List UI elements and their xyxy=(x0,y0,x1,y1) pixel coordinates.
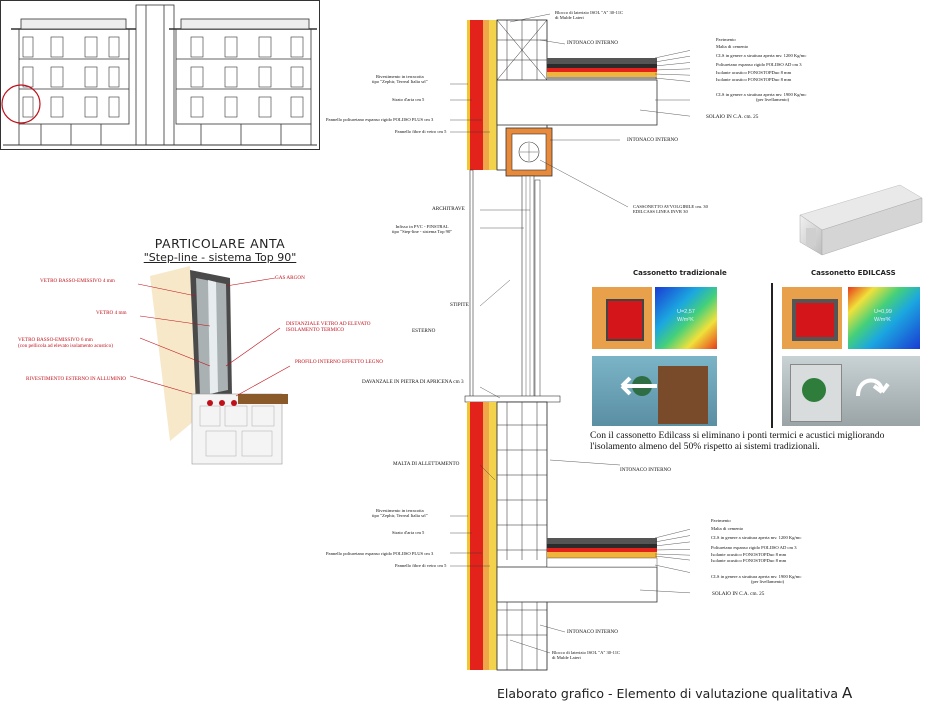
trad-wood-image xyxy=(592,287,652,349)
edil-thermal-image: U=0,99 W/m²K xyxy=(848,287,920,349)
rivestimento-alluminio-label: RIVESTIMENTO ESTERNO IN ALLUMINIO xyxy=(26,376,127,382)
comparison-divider xyxy=(771,283,773,428)
bottom-wall-layers xyxy=(467,401,658,671)
edil-u-unit: W/m²K xyxy=(874,317,891,323)
trad-thermal-image: U=2,57 W/m²K xyxy=(655,287,717,349)
bottom-isolante1-label: Isolante acustico FONOSTOPDuo 8 mm xyxy=(711,552,787,557)
trad-u-unit: W/m²K xyxy=(677,317,694,323)
top-pannello-pol-label: Pannello poliuretano espanso rigido POLI… xyxy=(326,117,434,122)
bottom-malta-label: Malta di cemento xyxy=(711,526,744,531)
edil-wood-image xyxy=(782,287,842,349)
bottom-pannello-fibre-label: Pannello fibre di vetro cm 5 xyxy=(395,563,447,568)
edil-u-value: U=0,99 xyxy=(874,309,892,315)
building-elevation-drawing xyxy=(1,4,317,146)
bottom-intonaco-label: INTONACO INTERNO xyxy=(620,467,672,473)
window-frame xyxy=(469,169,541,402)
top-cls2-label: CLS in genere a struttura aperta mv. 190… xyxy=(716,92,807,102)
bottom-intonaco2-label: INTONACO INTERNO xyxy=(567,629,619,635)
wall-section-drawing xyxy=(450,13,690,671)
highlight-circle xyxy=(1,84,41,124)
trad-installation-photo xyxy=(592,356,717,426)
bottom-solaio-label: SOLAIO IN C.A. cm. 25 xyxy=(712,591,765,597)
anta-title: PARTICOLARE ANTA xyxy=(154,236,286,251)
bottom-cls2-label: CLS in genere a struttura aperta mv. 190… xyxy=(711,574,802,584)
edil-title: Cassonetto EDILCASS xyxy=(811,269,896,277)
edil-installation-photo xyxy=(782,356,920,426)
bottom-pannello-pol-label: Pannello poliuretano espanso rigido POLI… xyxy=(326,551,434,556)
caption-letter: A xyxy=(842,684,853,702)
top-pannello-fibre-label: Pannello fibre di vetro cm 5 xyxy=(395,129,447,134)
caption-text: Elaborato grafico - Elemento di valutazi… xyxy=(497,686,839,701)
bottom-cls1-label: CLS in genere a struttura aperta mv. 120… xyxy=(711,535,802,540)
vetro-basso2-label: VETRO BASSO-EMISSIVO 6 mm(con pellicola … xyxy=(18,337,113,349)
bottom-poliuretano-label: Poliuretano espanso rigido POLIISO AD cm… xyxy=(711,545,797,550)
trad-title: Cassonetto tradizionale xyxy=(633,269,727,277)
vetro-basso1-label: VETRO BASSO-EMISSIVO 4 mm xyxy=(40,278,115,284)
bottom-malta-allettamento-label: MALTA DI ALLETTAMENTO xyxy=(393,461,460,467)
top-malta-label: Malta di cemento xyxy=(716,44,749,49)
bottom-pavimento-label: Pavimento xyxy=(711,518,731,523)
top-strato-aria-label: Strato d'aria cm 5 xyxy=(392,97,425,102)
anta-subtitle: "Step-line - sistema Top 90" xyxy=(143,251,297,264)
stipite-label: STIPITE xyxy=(450,302,469,308)
gas-argon-label: GAS ARGON xyxy=(275,275,305,281)
profilo-label: PROFILO INTERNO EFFETTO LEGNO xyxy=(295,359,383,365)
esterno-label: ESTERNO xyxy=(412,328,436,334)
bottom-isolante2-label: Isolante acustico FONOSTOPDuo 8 mm xyxy=(711,558,787,563)
anta-title-block: PARTICOLARE ANTA "Step-line - sistema To… xyxy=(130,236,310,264)
davanzale-label: DAVANZALE IN PIETRA DI APRICENA cm 3 xyxy=(362,379,464,385)
top-poliuretano-label: Poliuretano espanso rigido POLIISO AD cm… xyxy=(716,62,802,67)
top-wall-layers xyxy=(467,19,658,171)
architrave-label: ARCHITRAVE xyxy=(432,206,465,212)
roller-shutter-box xyxy=(505,127,553,177)
comparison-note: Con il cassonetto Edilcass si eliminano … xyxy=(590,430,885,452)
bottom-strato-aria-label: Strato d'aria cm 5 xyxy=(392,530,425,535)
building-elevation-frame xyxy=(0,0,320,150)
edilcass-product-image xyxy=(799,184,923,256)
vetro4-label: VETRO 4 mm xyxy=(96,310,127,316)
top-intonaco-label: INTONACO INTERNO xyxy=(567,40,619,46)
window-sash-detail xyxy=(130,266,291,465)
page-caption: Elaborato grafico - Elemento di valutazi… xyxy=(497,684,852,702)
top-pavimento-label: Pavimento xyxy=(716,37,736,42)
top-isolante1-label: Isolante acustico FONOSTOPDuo 8 mm xyxy=(716,70,792,75)
top-solaio-label: SOLAIO IN C.A. cm. 25 xyxy=(706,114,759,120)
top-intonaco2-label: INTONACO INTERNO xyxy=(627,137,679,143)
top-isolante2-label: Isolante acustico FONOSTOPDuo 8 mm xyxy=(716,77,792,82)
top-cls1-label: CLS in genere a struttura aperta mv. 120… xyxy=(716,53,807,58)
trad-u-value: U=2,57 xyxy=(677,309,695,315)
